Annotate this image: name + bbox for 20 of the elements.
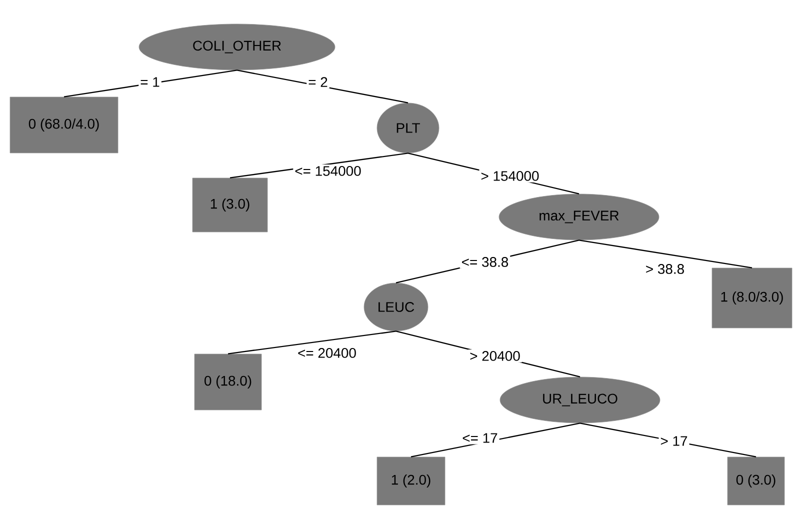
branch-line bbox=[64, 70, 238, 98]
branch-line bbox=[236, 70, 408, 104]
edge-label: = 1 bbox=[138, 76, 162, 88]
leaf-box: 0 (68.0/4.0) bbox=[10, 96, 118, 154]
leaf-box: 1 (8.0/3.0) bbox=[712, 268, 792, 328]
edge-label: <= 38.8 bbox=[460, 256, 510, 268]
edge-label: <= 17 bbox=[460, 432, 500, 444]
edge-label: <= 20400 bbox=[296, 346, 358, 360]
edge-label: = 2 bbox=[306, 76, 330, 88]
edge-label: > 38.8 bbox=[644, 262, 686, 276]
branch-line bbox=[578, 240, 752, 268]
edge-label: > 20400 bbox=[468, 350, 522, 362]
leaf-box: 0 (18.0) bbox=[194, 354, 262, 410]
branch-line bbox=[228, 330, 396, 354]
edge-label: <= 154000 bbox=[293, 164, 363, 178]
edge-label: > 154000 bbox=[479, 170, 541, 182]
edge-label: > 17 bbox=[658, 434, 690, 448]
leaf-box: 0 (3.0) bbox=[727, 456, 785, 506]
leaf-box: 1 (2.0) bbox=[376, 456, 446, 506]
leaf-box: 1 (3.0) bbox=[192, 178, 268, 232]
